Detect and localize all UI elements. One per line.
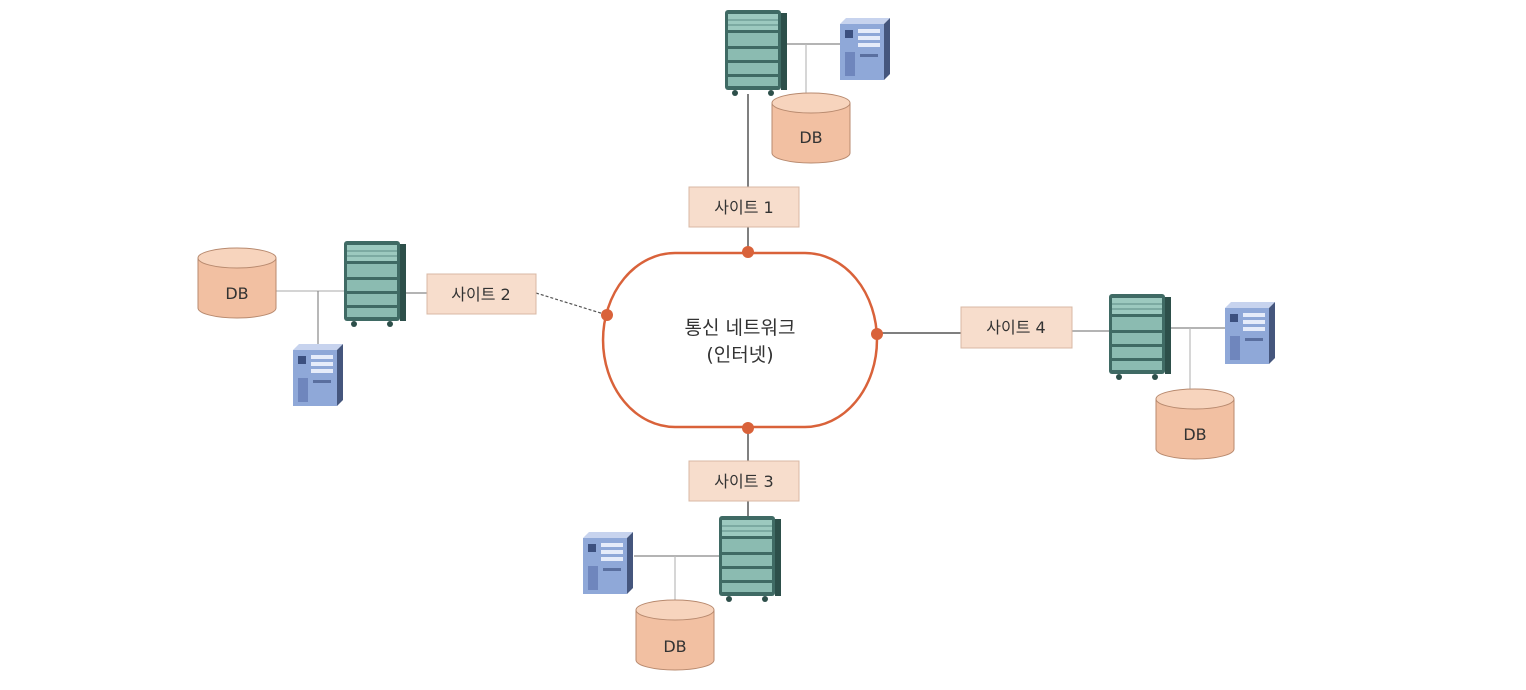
site2-workstation-icon xyxy=(293,344,343,406)
site1-connector xyxy=(742,246,754,258)
site2-server-icon xyxy=(343,240,407,328)
site4-db-label: DB xyxy=(1183,425,1206,444)
site2-database-icon xyxy=(197,247,277,319)
site4-label: 사이트 4 xyxy=(986,318,1045,337)
site1-label: 사이트 1 xyxy=(714,198,773,217)
site3-label-box xyxy=(688,460,800,502)
site3-server-icon xyxy=(718,515,782,603)
site3-label: 사이트 3 xyxy=(714,472,773,491)
site1-server-icon xyxy=(724,9,788,97)
site2-connector xyxy=(601,309,613,321)
site1-workstation-icon xyxy=(840,18,890,80)
site3-database-icon xyxy=(635,599,715,671)
site4-server-icon xyxy=(1108,293,1172,381)
site4-database-icon xyxy=(1155,388,1235,460)
site3-connector xyxy=(742,422,754,434)
site4-workstation-icon xyxy=(1225,302,1275,364)
site3-db-label: DB xyxy=(663,637,686,656)
network-label-line2: (인터넷) xyxy=(706,344,773,366)
network-ring xyxy=(601,251,879,429)
site2-label-box xyxy=(426,273,537,315)
site2-db-label: DB xyxy=(225,284,248,303)
site1-label-box xyxy=(688,186,800,228)
site1-db-label: DB xyxy=(799,128,822,147)
network-label-line1: 통신 네트워크 xyxy=(685,317,796,339)
site4-label-box xyxy=(960,306,1073,349)
site4-connector xyxy=(871,328,883,340)
site2-label: 사이트 2 xyxy=(451,285,510,304)
site2-link xyxy=(535,292,608,316)
site3-workstation-icon xyxy=(583,532,633,594)
